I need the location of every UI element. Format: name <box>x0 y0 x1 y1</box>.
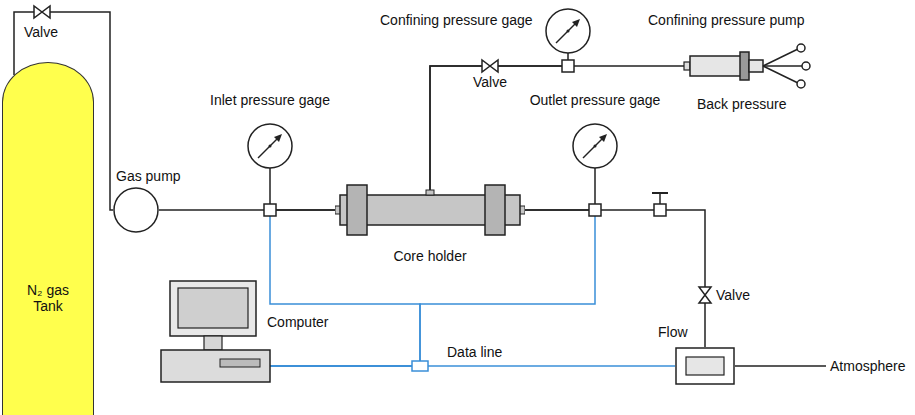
pipe-line <box>430 53 568 190</box>
tee-fitting <box>264 204 276 216</box>
part-label: Valve <box>716 287 750 303</box>
part-label: Outlet pressure gage <box>525 92 665 108</box>
gas-pump: Gas pump <box>100 168 190 234</box>
valve-handle <box>652 192 668 194</box>
gas-tank: N₂ gas Tank <box>2 62 94 415</box>
part-label: Confining pressure gage <box>380 12 533 28</box>
valve-stem <box>659 193 661 204</box>
part-label: Valve <box>24 24 58 40</box>
core-holder: Core holder <box>335 180 525 268</box>
core-holder-symbol <box>335 180 525 240</box>
valve-symbol <box>699 287 711 303</box>
pressure-gage: Outlet pressure gage <box>525 92 665 172</box>
valve-symbol <box>34 6 50 18</box>
data-line <box>270 216 595 366</box>
part-label: Inlet pressure gage <box>200 92 340 108</box>
data-line <box>270 216 420 366</box>
part-label: N₂ gas Tank <box>18 282 78 314</box>
data-junction <box>412 361 428 371</box>
edge-label: Data line <box>445 344 504 360</box>
gage-symbol <box>545 8 591 54</box>
pipe-line <box>430 66 684 190</box>
part-label: Confining pressure pump <box>648 12 804 28</box>
part-label: Core holder <box>335 248 525 264</box>
flow-meter: Flow <box>650 322 735 386</box>
back-pressure-valve <box>654 204 666 216</box>
pressure-gage: Inlet pressure gage <box>200 92 340 172</box>
part-label: Computer <box>267 314 328 330</box>
part-label: Valve <box>473 74 507 90</box>
tee-fitting <box>562 60 574 72</box>
gage-symbol <box>247 123 293 169</box>
vent-line <box>735 365 826 367</box>
flow-meter-symbol <box>675 347 735 385</box>
valve-symbol <box>482 60 498 72</box>
confining-pump: Confining pressure pump <box>640 6 830 102</box>
syringe-pump-symbol <box>680 42 825 102</box>
tee-fitting <box>589 204 601 216</box>
pump-symbol <box>113 187 159 233</box>
gage-symbol <box>572 123 618 169</box>
tank-cylinder <box>2 62 94 415</box>
part-label: Flow <box>658 324 688 340</box>
part-label: Gas pump <box>116 168 181 184</box>
pipe-line <box>525 168 595 210</box>
computer-icon <box>160 280 272 384</box>
pipe-line <box>525 210 705 347</box>
pipe-line <box>270 168 335 210</box>
pressure-gage: Confining pressure gage <box>380 6 595 56</box>
part-label: Atmosphere <box>830 358 905 374</box>
computer: Computer <box>155 272 335 387</box>
part-label: Back pressure <box>697 96 786 112</box>
